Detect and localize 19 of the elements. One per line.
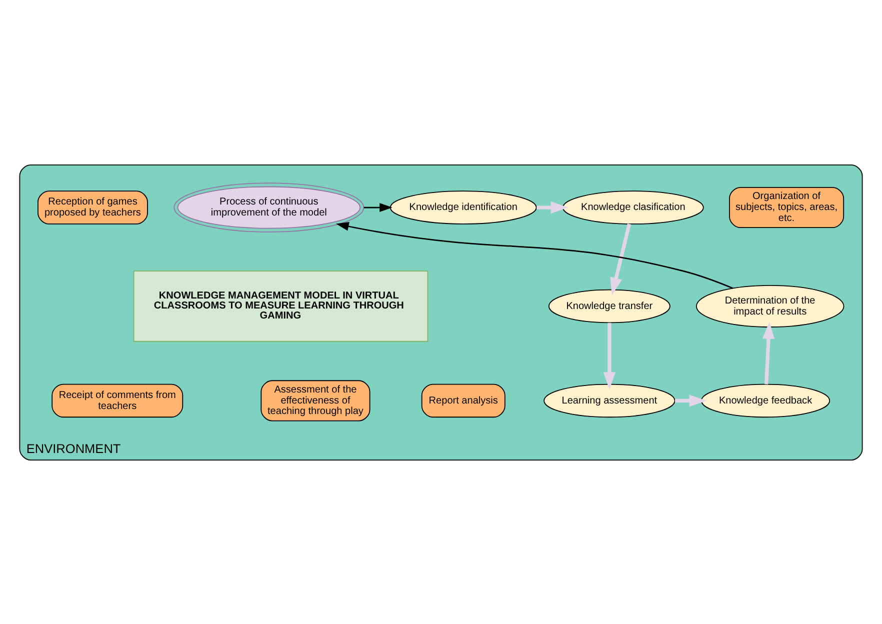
node-ellipse: Determination of the impact of results [696, 284, 844, 327]
arrow [536, 200, 568, 214]
node-box: Receipt of comments from teachers [52, 383, 184, 418]
arrow [364, 202, 392, 212]
arrow [336, 221, 734, 288]
node-box: KNOWLEDGE MANAGEMENT MODEL IN VIRTUAL CLASSROOMS TO MEASURE LEARNING THROUGH GAMING [133, 270, 428, 342]
node-ellipse: Knowledge identification [390, 190, 537, 224]
node-box: Report analysis [421, 383, 506, 418]
node-box: Assessment of the effectiveness of teaching through play [260, 380, 370, 421]
node-ellipse: Learning assessment [544, 383, 676, 418]
node-box: Reception of games proposed by teachers [38, 190, 148, 224]
arrow [610, 223, 632, 295]
node-ellipse: Knowledge clasification [562, 190, 704, 224]
node-ellipse: Knowledge feedback [700, 383, 830, 418]
arrow [762, 321, 775, 384]
arrow [674, 394, 707, 406]
node-ellipse: Knowledge transfer [548, 288, 670, 323]
arrow [603, 322, 616, 390]
node-box: Organization of subjects, topics, areas, etc. [729, 186, 844, 228]
